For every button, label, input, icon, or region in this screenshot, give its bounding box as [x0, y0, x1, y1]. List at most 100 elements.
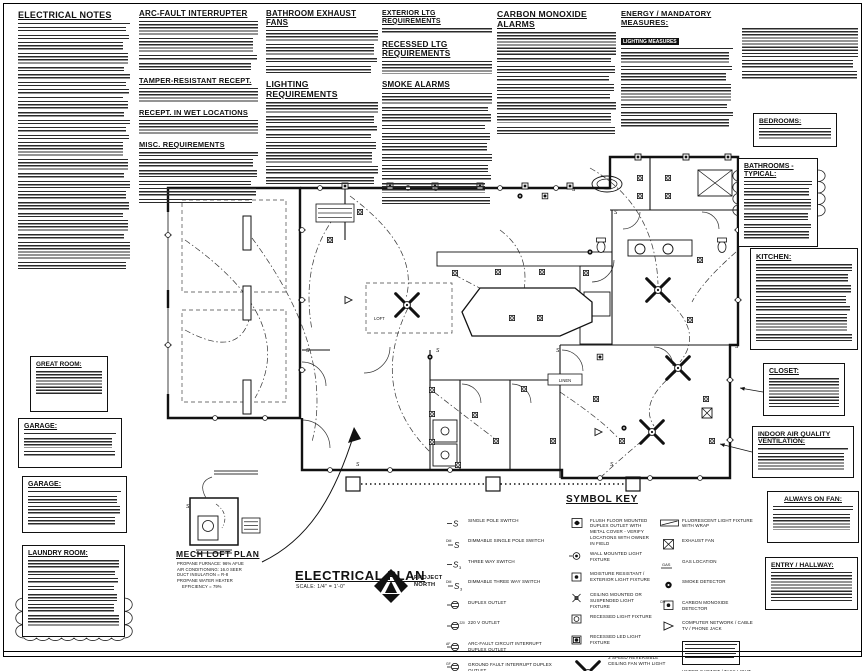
gfci-icon: GF [446, 660, 468, 671]
legend-column-2: FLUSH FLOOR MOUNTED DUPLEX OUTLET WITH M… [568, 516, 672, 671]
note-paragraph [28, 560, 119, 568]
box-title-garage-1: GARAGE: [24, 423, 58, 430]
duplex-icon [446, 598, 468, 616]
legend-label: SMOKE DETECTOR [682, 579, 726, 585]
legend-label: FLUSH FLOOR MOUNTED DUPLEX OUTLET WITH M… [590, 517, 649, 546]
legend-label: COMPUTER NETWORK / CABLE TV / PHONE JACK [682, 620, 753, 632]
recessed-icon [568, 612, 590, 630]
note-paragraph [756, 333, 852, 342]
svg-text:S: S [186, 504, 190, 510]
note-paragraph [18, 220, 128, 231]
v220-icon: 220 [446, 619, 468, 637]
legend-item-duplex-outlet: DUPLEX OUTLET [446, 598, 554, 616]
note-paragraph [382, 28, 492, 33]
section-title-recessed-ltg-requirements: RECESSED LTG REQUIREMENTS [382, 39, 451, 58]
note-paragraph [18, 34, 129, 40]
section-subtitle-lighting-measures: LIGHTING MEASURES [621, 38, 679, 45]
legend-label: CEILING MOUNTED OR SUSPENDED LIGHT FIXTU… [590, 592, 642, 609]
legend-label: 3 SPEED REVERSIBLE CEILING FAN WITH LIGH… [608, 654, 666, 666]
note-paragraph [685, 652, 737, 654]
note-box-garage-1: GARAGE: [18, 418, 122, 468]
svg-text:S: S [453, 520, 459, 529]
box-title-great-room: GREAT ROOM: [36, 361, 82, 368]
note-paragraph [139, 88, 258, 102]
note-paragraph [139, 119, 258, 134]
note-paragraph [139, 169, 257, 178]
legend-label: EXHAUST FAN [682, 538, 715, 544]
note-paragraph [266, 57, 377, 63]
project-north-label: PROJECT NORTH [414, 575, 443, 589]
note-paragraph [18, 159, 128, 170]
legend-item-wall-mounted-light-fixture: WALL MOUNTED LIGHT FIXTURE [568, 549, 672, 567]
svg-text:CM: CM [660, 600, 665, 604]
legend-label: WALL MOUNTED LIGHT FIXTURE [590, 550, 643, 562]
legend-label: DIMMABLE SINGLE POLE SWITCH [468, 538, 545, 544]
note-paragraph [139, 159, 254, 167]
note-paragraph [382, 132, 490, 141]
legend-label: 220 V OUTLET [468, 620, 500, 626]
legend-item-note-block [660, 640, 754, 665]
legend-label: RECESSED LED LIGHT FIXTURE [590, 634, 641, 646]
legend-item-computer-network-cable-tv-phone-jack: COMPUTER NETWORK / CABLE TV / PHONE JACK [660, 619, 754, 637]
note-paragraph [266, 44, 374, 55]
svg-text:S: S [454, 541, 460, 550]
note-paragraph [18, 112, 125, 117]
svg-text:S: S [454, 582, 460, 591]
svg-text:DM: DM [446, 580, 452, 584]
note-paragraph [382, 60, 492, 75]
svg-text:S: S [614, 210, 618, 216]
svg-text:S: S [735, 344, 739, 350]
note-paragraph [18, 127, 126, 132]
note-paragraph [18, 97, 124, 99]
gas-icon: GAS [660, 557, 682, 575]
note-paragraph [18, 22, 130, 24]
note-paragraph [266, 176, 374, 185]
note-paragraph [18, 42, 124, 50]
note-paragraph [742, 60, 854, 68]
note-paragraph [266, 101, 378, 113]
note-paragraph [621, 73, 727, 81]
section-title-recept-in-wet-locations: RECEPT. IN WET LOCATIONS [139, 108, 248, 118]
note-paragraph [266, 141, 376, 150]
legend-label: FLUORESCENT LIGHT FIXTURE WITH WRAP [682, 517, 753, 529]
network-icon [660, 619, 682, 637]
project-north-line1: PROJECT [414, 575, 443, 581]
note-paragraph [685, 648, 735, 650]
fluor-icon [660, 516, 682, 534]
note-paragraph [756, 263, 852, 272]
note-paragraph [28, 614, 119, 626]
note-paragraph [266, 65, 372, 74]
note-paragraph [742, 28, 858, 58]
note-paragraph [266, 30, 378, 41]
svg-text:AF: AF [446, 641, 450, 645]
legend-item-recessed-led-light-fixture: RECESSED LED LIGHT FIXTURE [568, 633, 672, 651]
note-paragraph [382, 164, 488, 173]
note-paragraph [18, 74, 130, 79]
floor_outlet-icon [568, 516, 590, 534]
mech-loft-title: MECH LOFT PLAN [176, 549, 260, 559]
note-paragraph [382, 114, 491, 122]
note-paragraph [769, 378, 839, 408]
note-paragraph [382, 196, 490, 205]
note-paragraph [266, 166, 378, 174]
note-paragraph [744, 199, 812, 210]
svg-text:S: S [453, 561, 459, 570]
note-paragraph [24, 433, 116, 435]
legend-label: GAS LOCATION [682, 558, 717, 564]
note-paragraph [139, 151, 258, 156]
note-paragraph [744, 188, 810, 196]
note-paragraph [685, 657, 734, 659]
note-paragraph [266, 126, 377, 131]
note-paragraph [139, 55, 257, 60]
legend-item-recessed-light-fixture: RECESSED LIGHT FIXTURE [568, 612, 672, 630]
note-paragraph [621, 51, 729, 63]
plan-title: ELECTRICAL PLAN [295, 568, 426, 583]
box-title-always-on-fan: ALWAYS ON FAN: [784, 496, 842, 503]
note-paragraph [28, 604, 115, 612]
